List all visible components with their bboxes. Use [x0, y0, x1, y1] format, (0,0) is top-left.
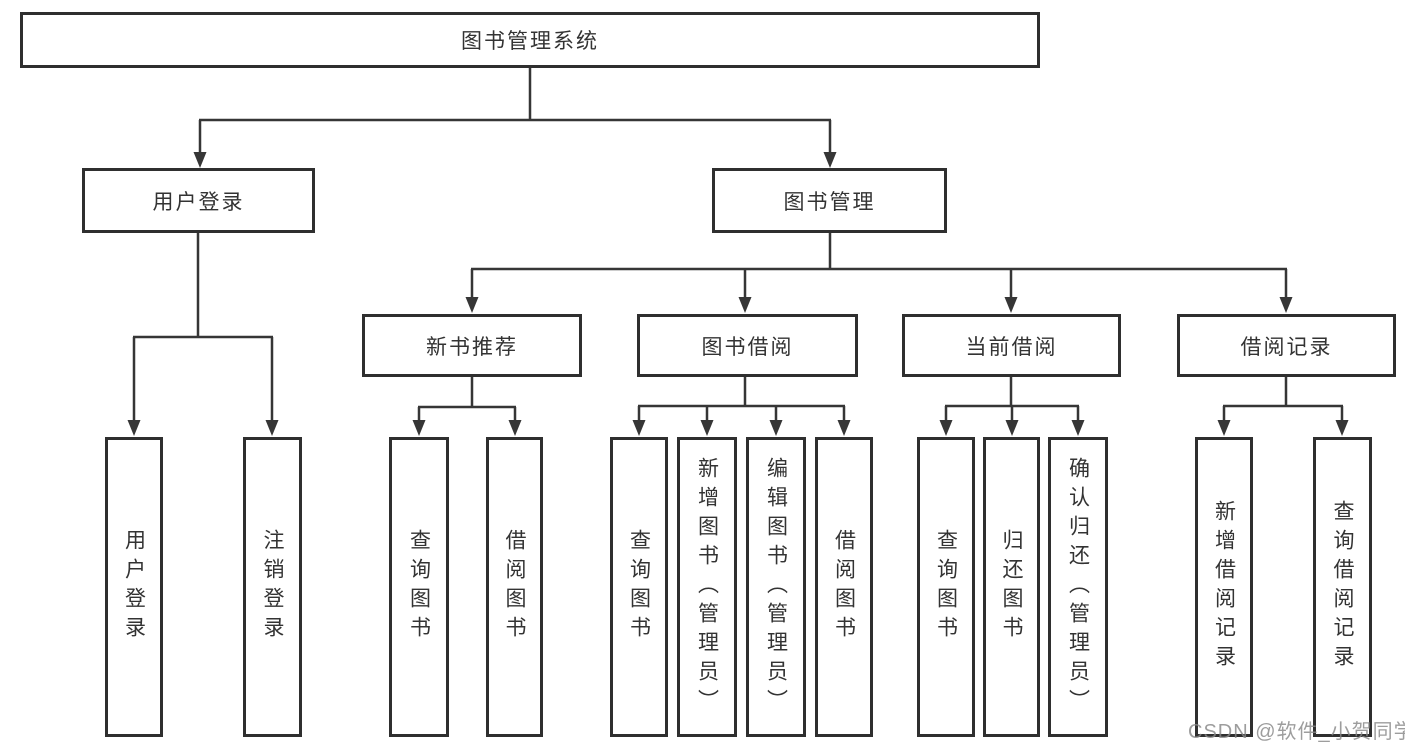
connector-book-mgmt-sections [465, 233, 1293, 313]
leaf-borrowing-query-books: 查询图书 [610, 437, 668, 737]
node-root-label: 图书管理系统 [461, 30, 599, 53]
arrow-down-icon [412, 420, 426, 436]
arrow-down-icon [769, 420, 783, 436]
node-book-borrowing-label: 图书借阅 [701, 335, 794, 359]
arrow-down-icon [1071, 420, 1085, 436]
leaf-user-login: 用户登录 [105, 437, 163, 737]
arrow-down-icon [465, 297, 479, 313]
connector-new-book-children [412, 377, 522, 436]
csdn-watermark: CSDN @软件_小贺同学 [1188, 721, 1405, 743]
leaf-borrowing-borrow-books-label: 借阅图书 [832, 529, 856, 645]
arrow-down-icon [265, 420, 279, 436]
arrow-down-icon [837, 420, 851, 436]
leaf-current-confirm-return-label: 确认归还（管理员） [1066, 456, 1090, 718]
leaf-records-query-record: 查询借阅记录 [1313, 437, 1372, 737]
leaf-current-query-books: 查询图书 [917, 437, 975, 737]
connector-current-borrow-children [939, 377, 1085, 436]
leaf-borrowing-add-books: 新增图书（管理员） [677, 437, 737, 737]
arrow-down-icon [738, 297, 752, 313]
leaf-user-login-label: 用户登录 [122, 529, 146, 645]
node-borrowing-records-label: 借阅记录 [1240, 335, 1333, 359]
leaf-current-query-books-label: 查询图书 [934, 529, 958, 645]
arrow-down-icon [1335, 420, 1349, 436]
node-current-borrowing: 当前借阅 [902, 314, 1121, 377]
leaf-newbook-query-books-label: 查询图书 [407, 529, 431, 645]
node-new-book-recommend: 新书推荐 [362, 314, 582, 377]
leaf-borrowing-borrow-books: 借阅图书 [815, 437, 873, 737]
leaf-newbook-borrow-books-label: 借阅图书 [503, 529, 526, 645]
arrow-down-icon [1004, 297, 1018, 313]
arrow-down-icon [1005, 420, 1019, 436]
node-book-management: 图书管理 [712, 168, 947, 233]
node-borrowing-records: 借阅记录 [1177, 314, 1396, 377]
node-book-borrowing: 图书借阅 [637, 314, 858, 377]
leaf-newbook-borrow-books: 借阅图书 [486, 437, 543, 737]
leaf-current-confirm-return: 确认归还（管理员） [1048, 437, 1108, 737]
node-user-login-label: 用户登录 [152, 190, 245, 214]
leaf-logout: 注销登录 [243, 437, 302, 737]
node-current-borrowing-label: 当前借阅 [965, 335, 1058, 359]
leaf-borrowing-add-books-label: 新增图书（管理员） [695, 456, 719, 718]
leaf-current-return-books-label: 归还图书 [1000, 529, 1023, 645]
arrow-down-icon [508, 420, 522, 436]
connector-user-login-children [127, 233, 279, 436]
leaf-records-query-record-label: 查询借阅记录 [1331, 500, 1354, 674]
leaf-records-add-record: 新增借阅记录 [1195, 437, 1253, 737]
node-book-management-label: 图书管理 [783, 190, 876, 214]
leaf-borrowing-query-books-label: 查询图书 [627, 529, 651, 645]
leaf-records-add-record-label: 新增借阅记录 [1212, 500, 1236, 674]
arrow-down-icon [632, 420, 646, 436]
leaf-current-return-books: 归还图书 [983, 437, 1040, 737]
leaf-logout-label: 注销登录 [261, 529, 284, 645]
arrow-down-icon [1217, 420, 1231, 436]
arrow-down-icon [193, 152, 207, 168]
arrow-down-icon [1279, 297, 1293, 313]
leaf-borrowing-edit-books: 编辑图书（管理员） [746, 437, 806, 737]
leaf-borrowing-edit-books-label: 编辑图书（管理员） [764, 456, 788, 718]
node-new-book-recommend-label: 新书推荐 [426, 335, 518, 359]
arrow-down-icon [127, 420, 141, 436]
arrow-down-icon [700, 420, 714, 436]
connector-book-borrow-children [632, 377, 851, 436]
connector-borrow-records-children [1217, 377, 1349, 436]
arrow-down-icon [939, 420, 953, 436]
connector-root-to-level2 [193, 68, 837, 168]
leaf-newbook-query-books: 查询图书 [389, 437, 449, 737]
node-root: 图书管理系统 [20, 12, 1040, 68]
arrow-down-icon [823, 152, 837, 168]
node-user-login: 用户登录 [82, 168, 315, 233]
